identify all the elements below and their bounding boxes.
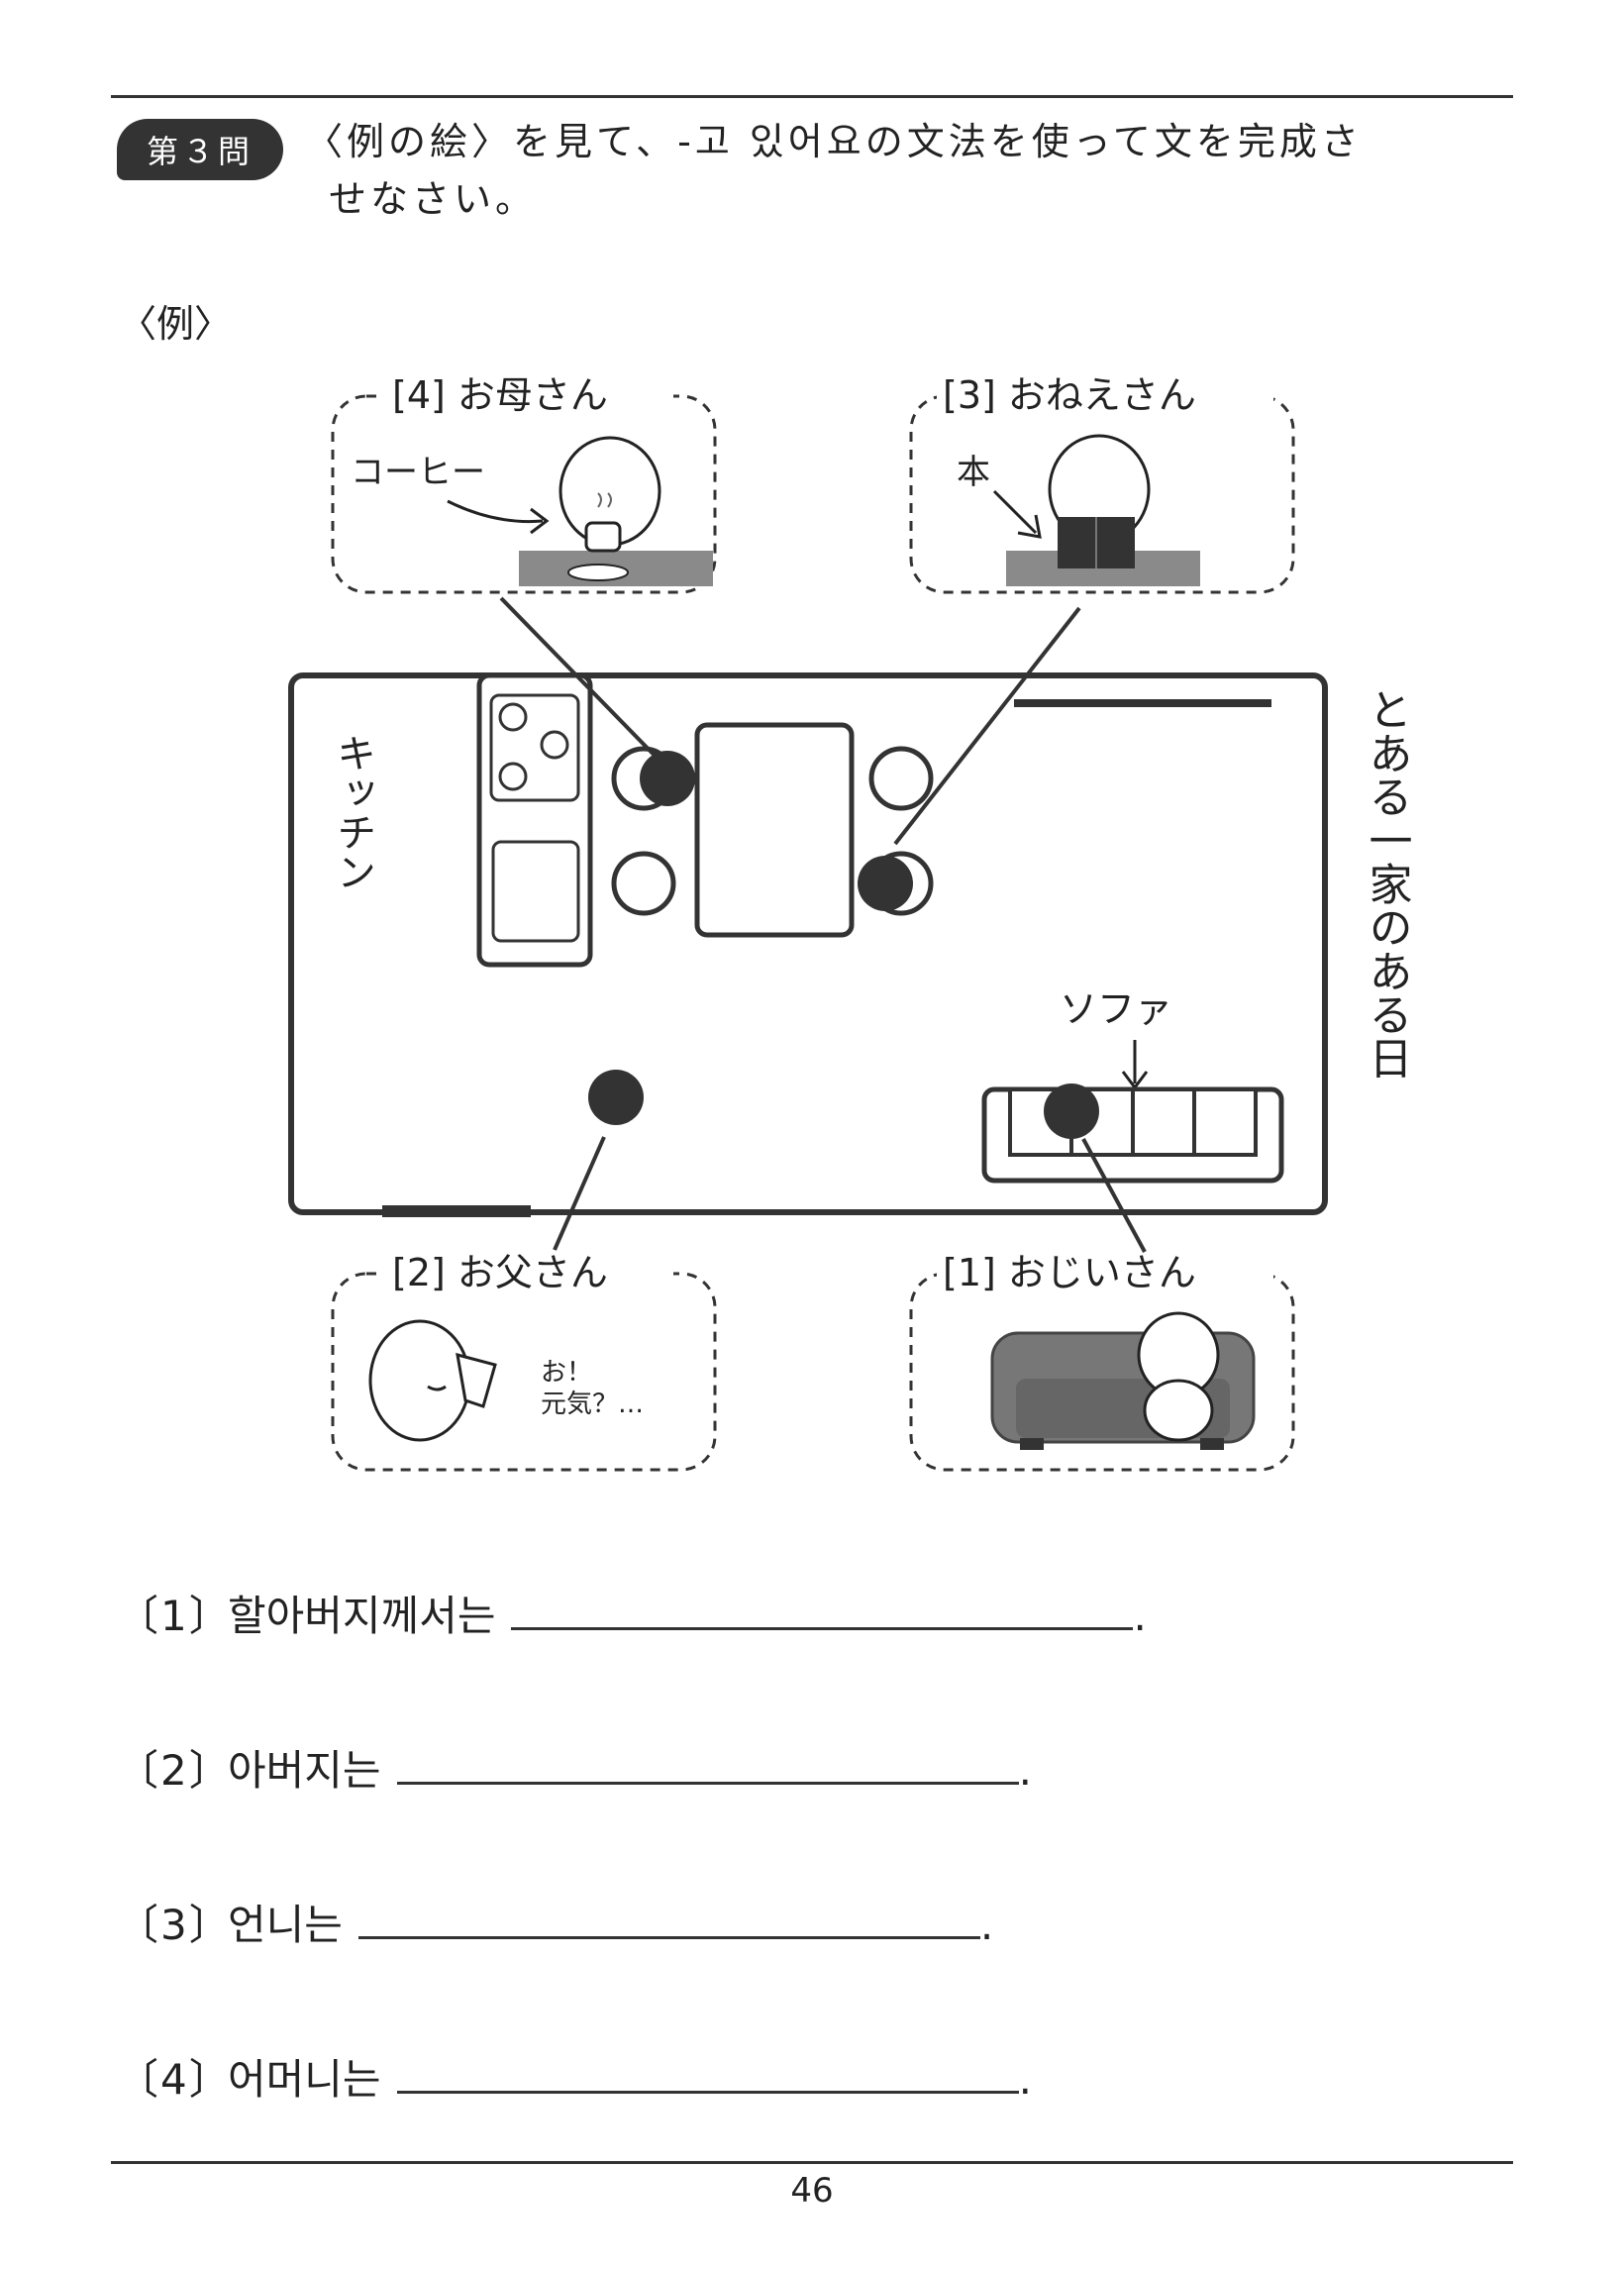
grandfather-label: [1] おじいさん	[943, 1251, 1196, 1294]
answer-blank[interactable]	[511, 1590, 1134, 1630]
answer-blank[interactable]	[396, 1744, 1019, 1785]
side-title: とある一家のある日	[1362, 687, 1412, 1080]
grandfather-callout-box	[909, 1272, 1295, 1472]
sister-label: [3] おねえさん	[943, 373, 1196, 417]
question-4: 〔4〕 어머니는 .	[117, 2046, 1032, 2107]
question-prompt: 어머니는	[228, 2055, 381, 2104]
sentence-end: .	[1018, 1746, 1032, 1795]
mother-drinking-coffee-illustration: コーヒー	[351, 436, 713, 586]
speech-line-2: 元気？…	[541, 1390, 644, 1419]
question-number: 〔1〕	[117, 1592, 233, 1640]
sister-leader-line	[893, 606, 1081, 846]
sentence-end: .	[1018, 2055, 1032, 2104]
chair	[611, 851, 676, 916]
speech-line-1: お！	[541, 1358, 592, 1388]
book-annotation: 本	[957, 453, 990, 492]
grandfather-on-sofa-illustration	[990, 1311, 1256, 1450]
question-number: 〔3〕	[117, 1901, 233, 1949]
mother-marker	[640, 751, 695, 806]
grandfather-marker	[1044, 1083, 1099, 1139]
answer-blank[interactable]	[396, 2053, 1019, 2094]
bottom-rule	[111, 2161, 1513, 2164]
sister-marker	[858, 856, 913, 911]
chair	[868, 746, 934, 811]
answer-blank[interactable]	[357, 1899, 980, 1939]
question-prompt: 아버지는	[228, 1746, 381, 1795]
grandfather-leader-line	[1081, 1138, 1147, 1253]
question-prompt: 언니는	[228, 1901, 343, 1949]
sister-callout-box	[909, 394, 1295, 594]
page-number: 46	[790, 2171, 834, 2211]
father-leader-line	[553, 1136, 606, 1251]
question-2: 〔2〕 아버지는 .	[117, 1737, 1032, 1798]
sofa-annotation: ソファ	[1060, 987, 1172, 1031]
mother-callout-box	[331, 394, 717, 594]
sister-reading-book-illustration: 本	[957, 434, 1200, 586]
sentence-end: .	[979, 1901, 994, 1949]
instruction-line-1: 〈例の絵〉を見て、-고 있어요の文法を使って文を完成さ	[305, 120, 1363, 163]
question-number: 〔2〕	[117, 1746, 233, 1795]
father-label: [2] お父さん	[392, 1251, 608, 1294]
mother-leader-line	[499, 596, 667, 769]
example-label: 〈例〉	[119, 302, 233, 346]
father-on-phone-illustration: お！ 元気？…	[368, 1319, 644, 1442]
kitchen-label: キッチン	[330, 733, 375, 891]
question-3: 〔3〕 언니는 .	[117, 1892, 993, 1952]
family-floorplan-figure: [4] お母さん [3] おねえさん [2] お父さん [1] おじいさん コー…	[288, 373, 1412, 1472]
instruction-line-2: せなさい。	[329, 177, 538, 221]
dining-table	[694, 722, 855, 938]
father-marker	[588, 1070, 644, 1125]
coffee-annotation: コーヒー	[351, 453, 485, 492]
question-badge: 第３問	[117, 119, 283, 180]
room-outline	[288, 672, 1328, 1215]
top-rule	[111, 95, 1513, 98]
question-prompt: 할아버지께서는	[228, 1592, 496, 1640]
mother-label: [4] お母さん	[392, 373, 608, 417]
father-callout-box	[331, 1272, 717, 1472]
question-number: 〔4〕	[117, 2055, 233, 2104]
kitchen-counter	[476, 672, 593, 968]
sentence-end: .	[1133, 1592, 1147, 1640]
sofa	[981, 1086, 1284, 1184]
question-1: 〔1〕 할아버지께서는 .	[117, 1583, 1147, 1643]
